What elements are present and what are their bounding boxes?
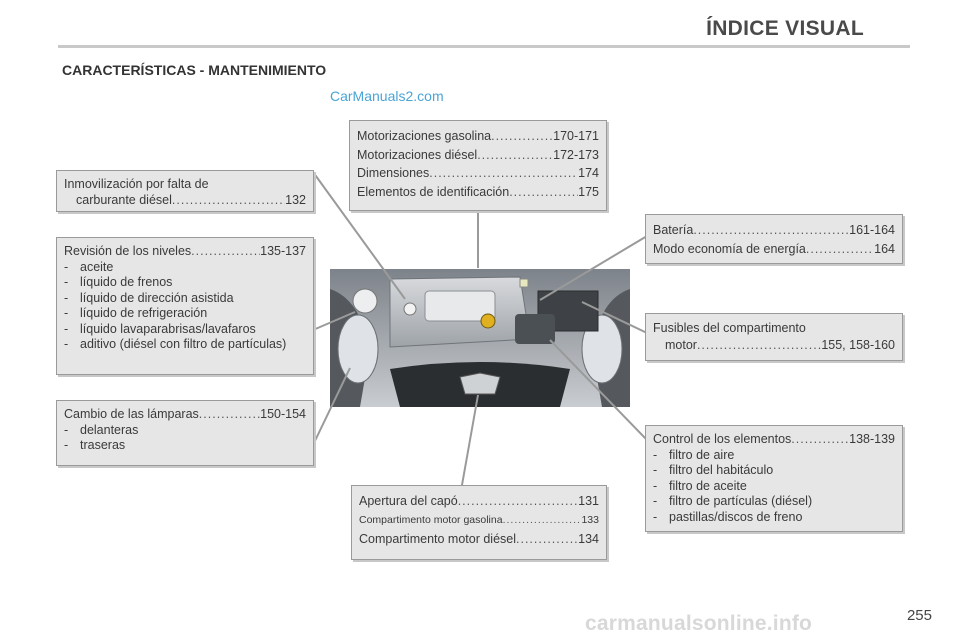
control-item: -filtro del habitáculo xyxy=(653,463,774,477)
watermark-footer: carmanualsonline.info xyxy=(585,612,813,635)
revision-row: Revisión de los niveles 135-137 xyxy=(64,244,306,260)
inmovilizacion-label: carburante diésel xyxy=(76,192,172,207)
inmovilizacion-row: carburante diésel 132 xyxy=(64,193,306,209)
revision-item: -aditivo (diésel con filtro de partícula… xyxy=(64,337,287,351)
box-motorizaciones: Motorizaciones gasolina170-171 Motorizac… xyxy=(349,120,607,211)
revision-item: -aceite xyxy=(64,259,114,274)
motorizaciones-row: Dimensiones174 xyxy=(357,164,599,183)
motorizaciones-row: Elementos de identificación175 xyxy=(357,183,599,202)
fusibles-row: motor155, 158-160 xyxy=(653,337,895,354)
revision-item: -líquido de refrigeración xyxy=(64,306,208,320)
engine-bay-photo xyxy=(330,269,630,407)
control-row: Control de los elementos138-139 xyxy=(653,432,895,448)
apertura-row: Compartimento motor diésel134 xyxy=(359,530,599,549)
box-revision: Revisión de los niveles 135-137 -aceite … xyxy=(56,237,314,375)
page-number: 255 xyxy=(906,607,932,624)
section-title: CARACTERÍSTICAS - MANTENIMIENTO xyxy=(62,62,327,78)
control-item: -filtro de aceite xyxy=(653,478,747,493)
title-divider xyxy=(58,45,910,48)
apertura-row: Apertura del capó131 xyxy=(359,492,599,511)
leader-dots xyxy=(172,193,285,209)
apertura-row: Compartimento motor gasolina133 xyxy=(359,511,599,530)
revision-page: 135-137 xyxy=(260,244,306,258)
box-control: Control de los elementos138-139 -filtro … xyxy=(645,425,903,532)
inmovilizacion-line1: Inmovilización por falta de xyxy=(64,177,209,191)
revision-item: -líquido de frenos xyxy=(64,275,173,289)
bateria-row: Batería161-164 xyxy=(653,221,895,240)
box-lamparas: Cambio de las lámparas 150-154 -delanter… xyxy=(56,400,314,466)
control-item: -pastillas/discos de freno xyxy=(653,509,803,524)
engine-bay-illustration xyxy=(330,269,630,407)
fusibles-line1: Fusibles del compartimento xyxy=(653,321,806,335)
lamparas-page: 150-154 xyxy=(260,407,306,421)
control-item: -filtro de aire xyxy=(653,447,735,462)
leader-dots xyxy=(199,407,260,423)
bateria-row: Modo economía de energía164 xyxy=(653,240,895,259)
box-apertura: Apertura del capó131 Compartimento motor… xyxy=(351,485,607,560)
leader-dots xyxy=(191,244,260,260)
lamparas-item: -delanteras xyxy=(64,422,139,437)
motorizaciones-row: Motorizaciones diésel172-173 xyxy=(357,146,599,165)
box-fusibles: Fusibles del compartimento motor155, 158… xyxy=(645,313,903,361)
revision-label: Revisión de los niveles xyxy=(64,244,192,258)
inmovilizacion-page: 132 xyxy=(285,192,306,207)
motorizaciones-row: Motorizaciones gasolina170-171 xyxy=(357,127,599,146)
control-item: -filtro de partículas (diésel) xyxy=(653,494,813,508)
revision-item: -líquido lavaparabrisas/lavafaros xyxy=(64,321,256,336)
box-inmovilizacion: Inmovilización por falta de carburante d… xyxy=(56,170,314,212)
revision-item: -líquido de dirección asistida xyxy=(64,290,234,305)
page-title: ÍNDICE VISUAL xyxy=(706,17,864,40)
watermark-logo[interactable]: CarManuals2.com xyxy=(330,88,444,104)
lamparas-item: -traseras xyxy=(64,438,126,452)
box-bateria: Batería161-164 Modo economía de energía1… xyxy=(645,214,903,264)
leader-apertura xyxy=(461,394,479,486)
lamparas-label: Cambio de las lámparas xyxy=(64,407,199,421)
lamparas-row: Cambio de las lámparas 150-154 xyxy=(64,407,306,423)
